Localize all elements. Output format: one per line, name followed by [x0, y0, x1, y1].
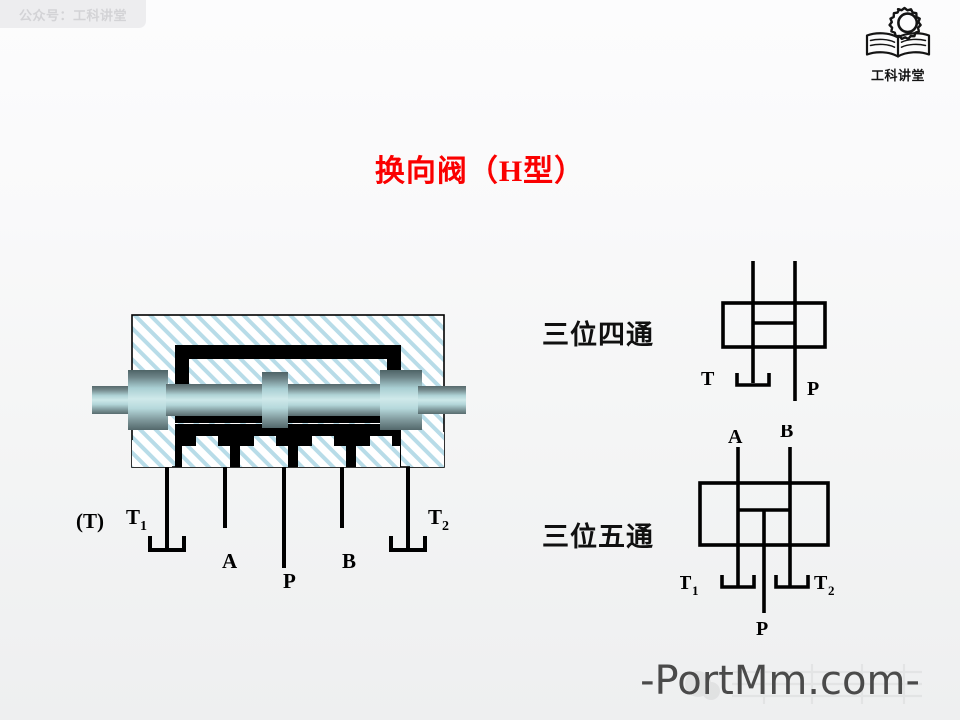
symbol-5way-label-p: P: [756, 618, 768, 640]
tank-symbols: [148, 536, 427, 552]
symbol-4way-box: [721, 301, 827, 349]
symbol-4way-label-p: P: [807, 378, 819, 400]
label-a: A: [222, 549, 238, 573]
symbol-5way-label-t1: T: [680, 572, 692, 594]
site-watermark-text: -PortMm.com-: [640, 658, 920, 704]
symbol-5way-label-a: A: [728, 426, 743, 448]
label-t1-sub: 1: [140, 519, 147, 534]
label-b: B: [342, 549, 356, 573]
label-t2-sub: 2: [442, 519, 449, 534]
page-title: 换向阀（H型）: [374, 155, 586, 188]
symbol-4way-label-t: T: [701, 368, 715, 390]
symbol-4way-tank: [735, 373, 771, 387]
valve-port-lines: [165, 467, 410, 568]
wechat-account-badge: 公众号：工科讲堂: [0, 0, 146, 28]
symbol-5way-label-t2-sub: 2: [828, 583, 835, 598]
label-tank-alias: (T): [76, 509, 104, 533]
symbol-5way-label-b: B: [780, 425, 793, 442]
label-t1: T: [126, 505, 140, 529]
label-t2: T: [428, 505, 442, 529]
tank-symbol-t2: [389, 536, 427, 552]
wechat-account-badge-text: 公众号：工科讲堂: [18, 7, 127, 23]
symbol-3pos-4way-caption: 三位四通: [542, 320, 654, 351]
valve-spool: [92, 370, 466, 430]
symbol-5way-label-t1-sub: 1: [692, 583, 699, 598]
label-p: P: [283, 569, 296, 593]
brand-logo-name: 工科讲堂: [870, 68, 925, 83]
tank-symbol-t1: [148, 536, 186, 552]
symbol-5way-tank-t2: [774, 575, 810, 589]
site-watermark: -PortMm.com-: [0, 658, 960, 704]
symbol-3pos-5way: 三位五通 A B T 1 T 2 P: [530, 425, 875, 645]
valve-cross-section-diagram: (T) T 1 A P B T 2: [70, 300, 500, 600]
gear-book-logo-icon: [865, 6, 931, 58]
symbol-5way-tank-t1: [720, 575, 756, 589]
brand-logo: 工科讲堂: [854, 6, 942, 88]
symbol-3pos-5way-caption: 三位五通: [542, 522, 654, 553]
symbol-3pos-4way: 三位四通 T P: [530, 255, 870, 420]
symbol-5way-label-t2: T: [814, 572, 828, 594]
